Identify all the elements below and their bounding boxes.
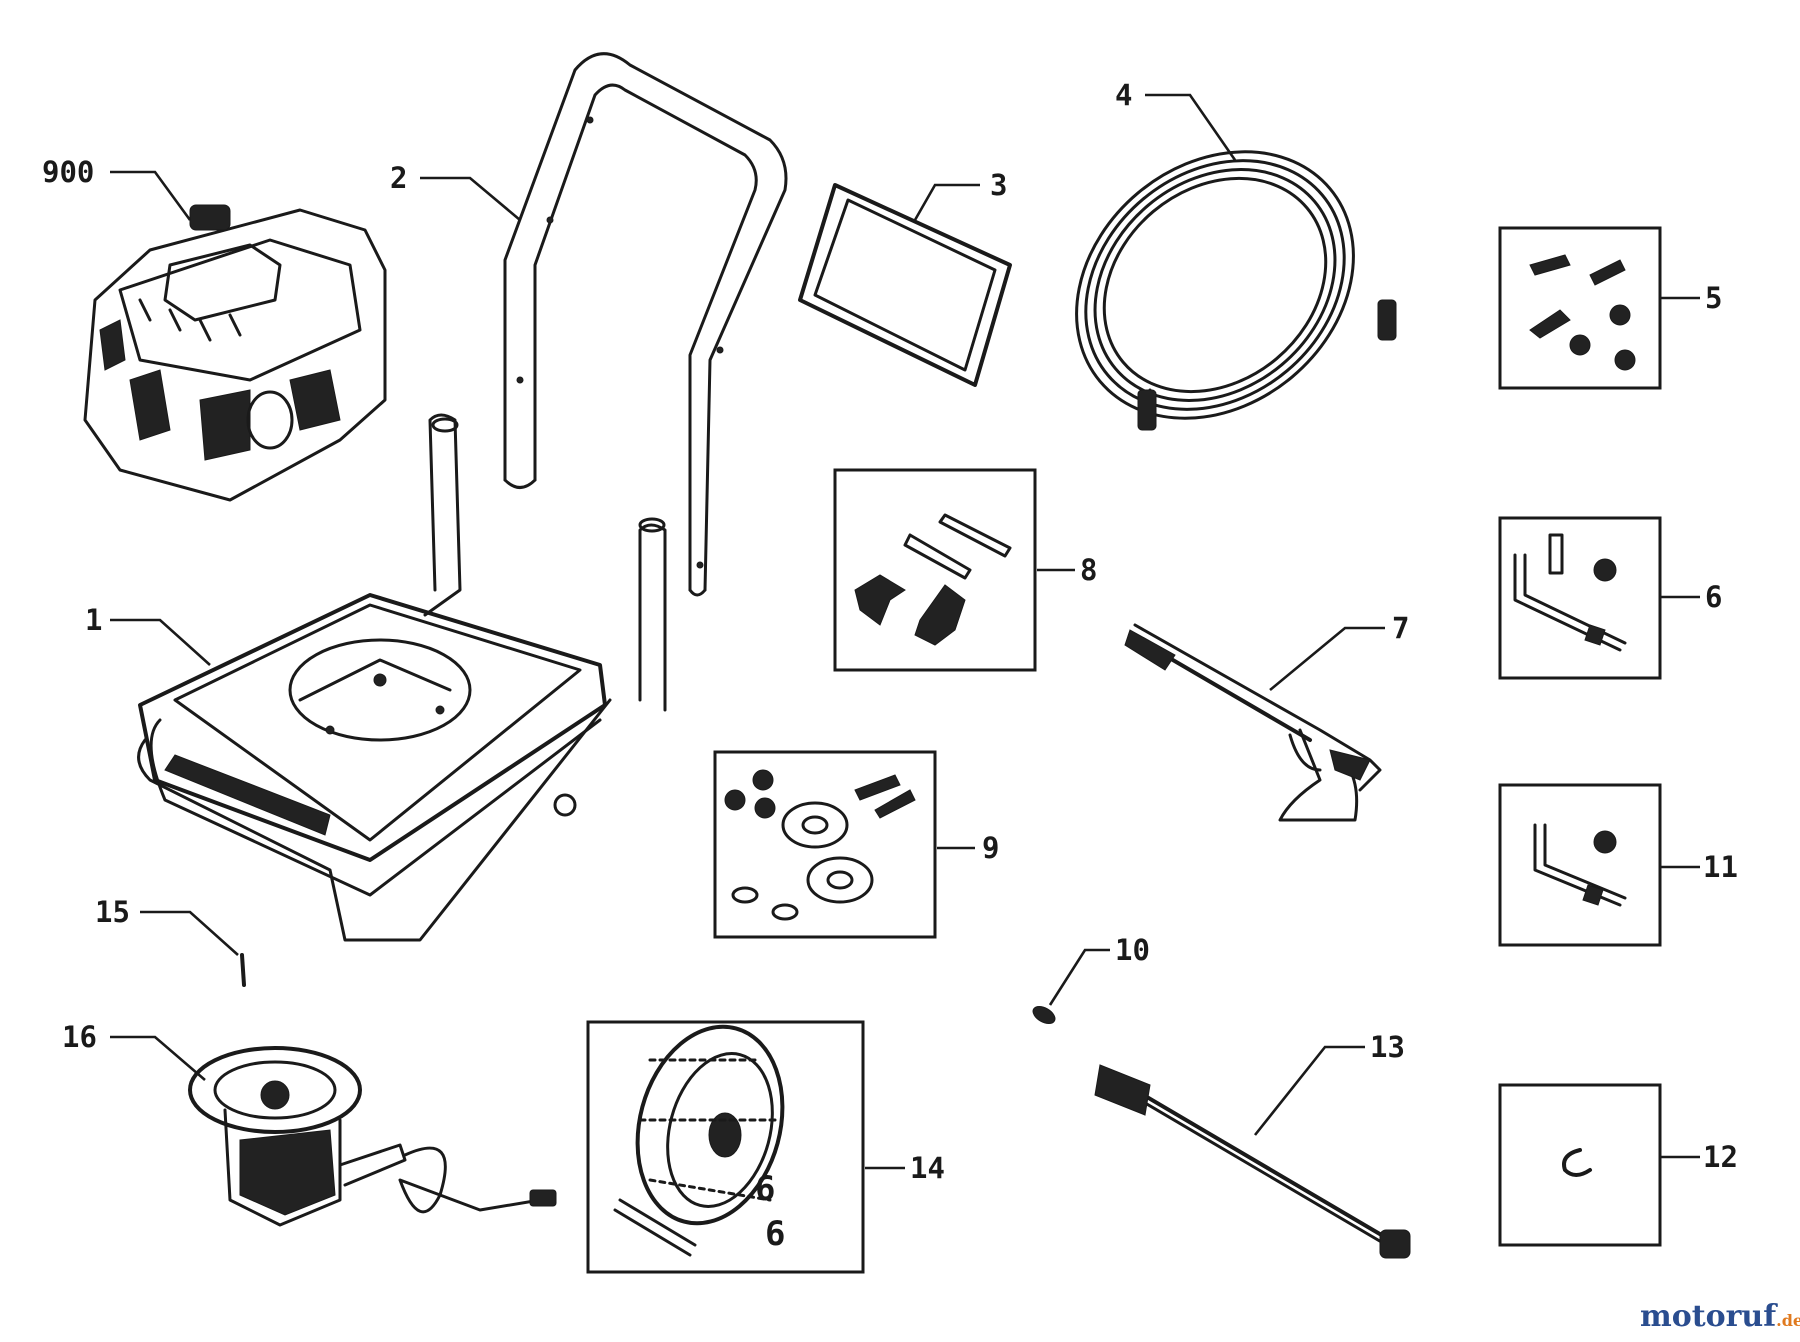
handle-illustration [503,52,788,597]
callout-15: 15 [95,895,130,929]
kit-12-box [1498,1083,1662,1247]
callout-8: 8 [1080,553,1097,587]
watermark-text: motoruf.de [1640,1299,1800,1334]
kit-8-box [833,468,1037,672]
kit-5-box [1498,226,1662,390]
lance-illustration [1094,1064,1411,1259]
callout-9: 9 [982,831,999,865]
engine-illustration [83,204,387,502]
pump-illustration [188,1046,557,1227]
callout-2: 2 [390,161,407,195]
svg-text:6: 6 [765,1214,785,1254]
callout-7: 7 [1392,611,1409,645]
kit-9-box [713,750,937,939]
callout-1: 1 [85,603,102,637]
callout-5: 5 [1705,281,1722,315]
kit-6-box [1498,516,1662,680]
callout-16: 16 [62,1020,97,1054]
kit-14-box: 6 6 [586,1020,865,1274]
frame-illustration [137,413,667,942]
callout-6: 6 [1705,580,1722,614]
callout-11: 11 [1703,850,1738,884]
callout-12: 12 [1703,1140,1738,1174]
callout-labels: 900 1 2 3 4 5 6 7 8 9 10 11 12 13 14 15 … [42,78,1738,1185]
callout-10: 10 [1115,933,1150,967]
spray-gun-illustration [1124,623,1382,822]
callout-14: 14 [910,1151,945,1185]
decal-illustration [798,183,1012,387]
callout-900: 900 [42,155,94,189]
callout-leaders [110,93,1700,1170]
kit-11-box [1498,783,1662,947]
pin-illustration [240,953,246,987]
callout-3: 3 [990,168,1007,202]
svg-text:6: 6 [755,1169,775,1209]
callout-13: 13 [1370,1030,1405,1064]
callout-4: 4 [1115,78,1132,112]
hose-illustration [1075,150,1397,431]
o-ring-illustration [1032,1005,1056,1025]
watermark-logo: motoruf.de [1640,1299,1800,1334]
